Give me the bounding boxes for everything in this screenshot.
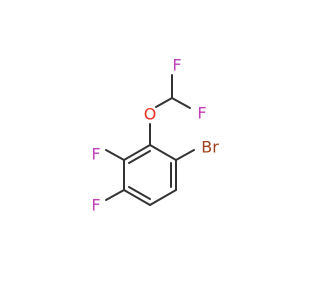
bond-o-c7 xyxy=(155,97,173,108)
bond-c5-f4 xyxy=(105,189,125,201)
bond-c6-c1 xyxy=(123,144,151,161)
bond-c4-c5-inner xyxy=(128,186,151,200)
bond-c6-c1-inner xyxy=(128,150,151,164)
molecule-canvas: O F F F F Br xyxy=(91,55,220,215)
bond-c3-c4 xyxy=(149,189,177,206)
bond-c2-br xyxy=(175,149,195,161)
atom-fluorine-left-upper: F xyxy=(91,145,100,164)
bond-c4-c5 xyxy=(123,189,151,206)
atom-fluorine-left-lower: F xyxy=(91,196,100,215)
atom-bromine: Br xyxy=(201,138,219,157)
structure-diagram: O F F F F Br xyxy=(91,56,219,215)
bond-c1-c2 xyxy=(149,144,177,161)
bond-c6-f3 xyxy=(105,149,125,161)
bond-c7-f2 xyxy=(171,97,191,109)
atom-fluorine-top: F xyxy=(172,56,181,75)
atom-fluorine-right: F xyxy=(197,104,206,123)
atom-oxygen: O xyxy=(144,105,157,124)
